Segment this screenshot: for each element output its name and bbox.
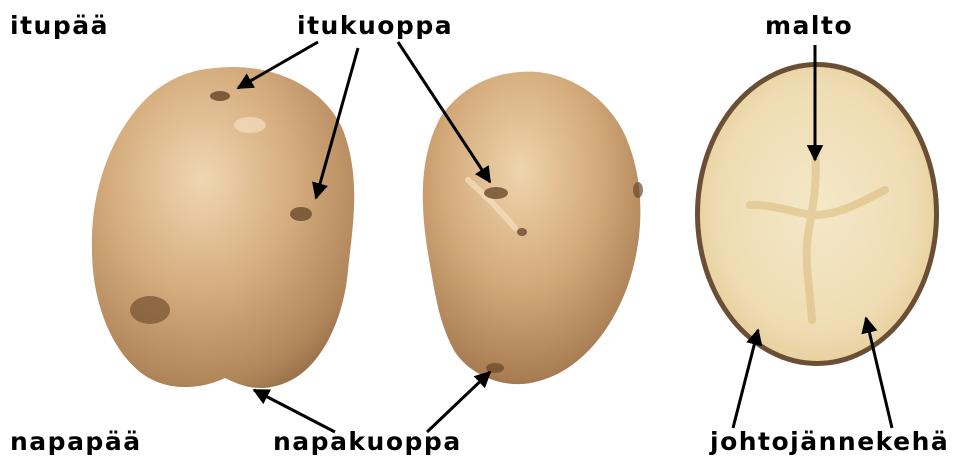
arrow-johtojannekeha-1 [733, 330, 758, 428]
potato-cross-section [695, 62, 939, 366]
arrow-napakuoppa-2 [427, 372, 490, 432]
label-malto: malto [765, 11, 853, 40]
potato-whole-left [92, 67, 354, 388]
arrow-napakuoppa-1 [254, 390, 335, 432]
potato-whole-middle [423, 72, 643, 385]
label-napakuoppa: napakuoppa [273, 427, 462, 456]
label-itukuoppa: itukuoppa [297, 11, 453, 40]
label-johtojannekeha: johtojännekehä [709, 427, 949, 456]
label-itupaa: itupää [10, 11, 109, 40]
label-napapaa: napapää [10, 427, 142, 456]
